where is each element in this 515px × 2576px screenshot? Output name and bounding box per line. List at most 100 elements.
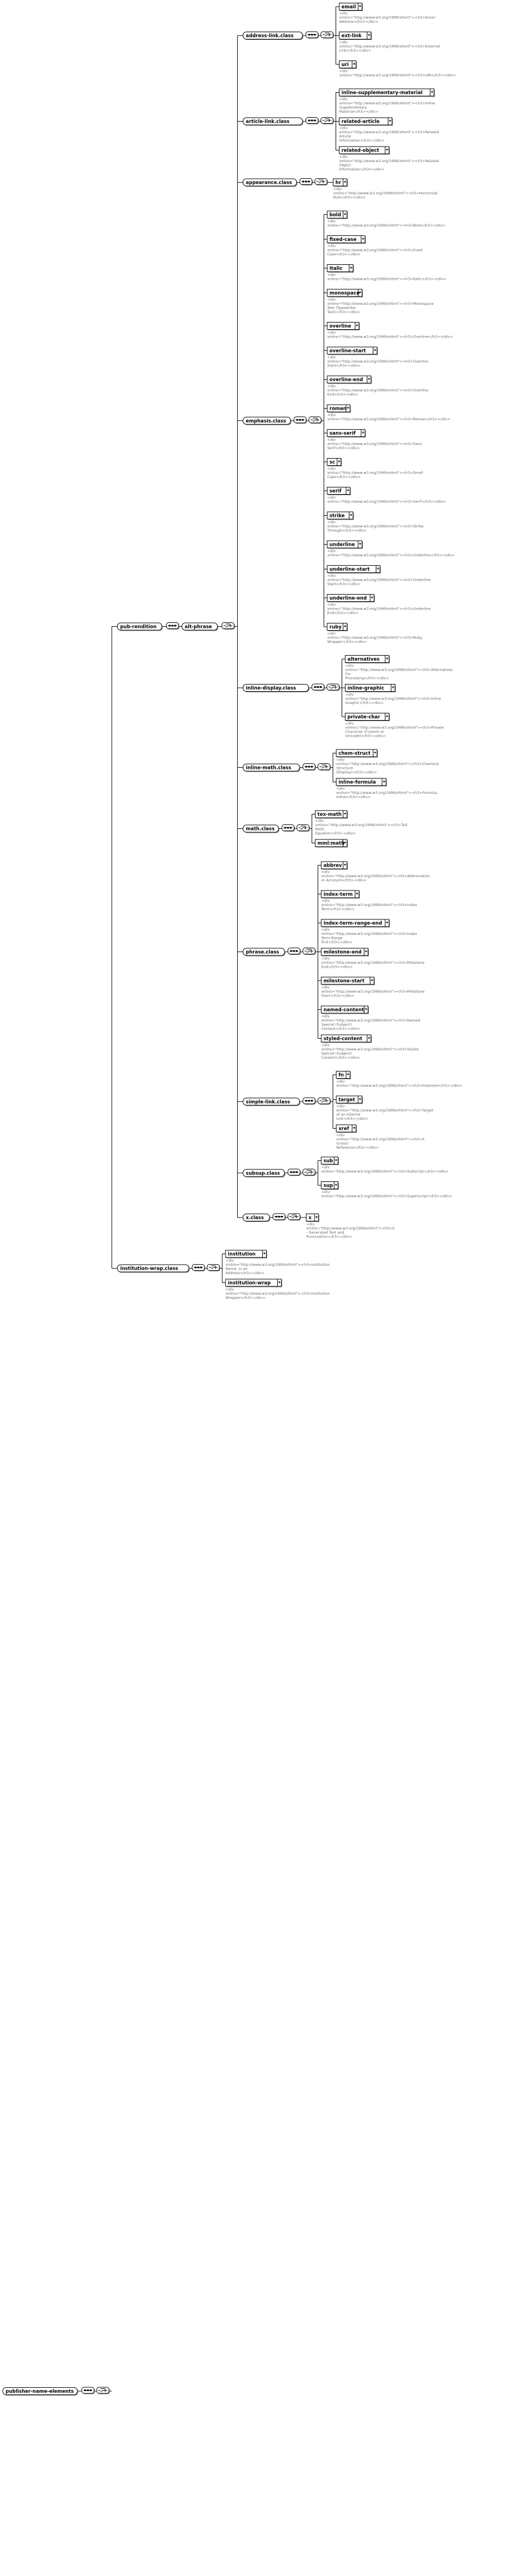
sequence-compositor-icon [166, 622, 179, 630]
element-inline-graphic[interactable]: inline-graphic [344, 684, 396, 693]
choice-compositor-icon [296, 824, 310, 832]
group-pub-rendition[interactable]: pub-rendition [117, 622, 163, 631]
element-private-char[interactable]: private-char [344, 713, 390, 722]
class-article-link-class[interactable]: article-link.class [242, 117, 304, 126]
element-uri[interactable]: uri [339, 61, 357, 69]
choice-compositor-icon [207, 1264, 221, 1271]
node-label: alt-phrase [184, 625, 212, 630]
element-sub[interactable]: sub [321, 1156, 339, 1165]
element-named-content[interactable]: named-content [321, 1005, 369, 1014]
group-alt-phrase[interactable]: alt-phrase [181, 622, 218, 631]
element-inline-supplementary-material[interactable]: inline-supplementary-material [339, 88, 435, 97]
element-hr[interactable]: hr [333, 178, 348, 187]
element-institution[interactable]: institution [225, 1250, 267, 1259]
element-related-article[interactable]: related-article [339, 117, 393, 126]
element-chem-struct[interactable]: chem-struct [336, 749, 378, 758]
node-box [321, 948, 368, 956]
sequence-compositor-icon [287, 1169, 301, 1176]
element-abbrev[interactable]: abbrev [321, 861, 348, 870]
node-box [242, 763, 300, 772]
choice-compositor-icon [302, 948, 316, 955]
element-index-term[interactable]: index-term [321, 890, 360, 899]
class-simple-link-class[interactable]: simple-link.class [242, 1098, 301, 1106]
element-index-term-range-end[interactable]: index-term-range-end [321, 919, 390, 928]
element-sans-serif[interactable]: sans-serif [327, 429, 366, 438]
node-box [117, 1264, 189, 1272]
class-emphasis-class[interactable]: emphasis.class [242, 416, 292, 425]
node-box [339, 61, 357, 68]
element-ext-link[interactable]: ext-link [339, 32, 372, 41]
element-institution-wrap[interactable]: institution-wrap [225, 1279, 282, 1287]
element-target[interactable]: target [336, 1095, 363, 1104]
node-label: underline-end [329, 596, 367, 601]
sequence-compositor-icon [302, 763, 316, 771]
node-box [321, 861, 348, 869]
class-address-link-class[interactable]: address-link.class [242, 32, 304, 41]
element-roman[interactable]: roman [327, 404, 351, 413]
element-sc[interactable]: sc [327, 458, 342, 467]
class-appearance-class[interactable]: appearance.class [242, 178, 298, 187]
root-publisher-name-elements[interactable]: publisher-name-elements [2, 2387, 78, 2396]
class-phrase-class[interactable]: phrase.class [242, 948, 286, 957]
sequence-compositor-icon [306, 31, 319, 39]
node-box [327, 623, 348, 631]
node-box [327, 289, 363, 297]
node-label: related-article [342, 119, 380, 125]
node-box [242, 824, 279, 833]
node-label: hr [336, 180, 342, 186]
element-underline-start[interactable]: underline-start [327, 565, 381, 574]
element-underline[interactable]: underline [327, 540, 363, 549]
element-overline[interactable]: overline [327, 322, 360, 331]
node-box [321, 1034, 372, 1043]
element-mml-math[interactable]: mml:math [314, 839, 348, 848]
element-underline-end[interactable]: underline-end [327, 594, 375, 603]
element-monospace[interactable]: monospace [327, 289, 363, 298]
node-label: article-link.class [246, 119, 289, 125]
element-inline-formula[interactable]: inline-formula [336, 778, 387, 787]
node-box [225, 1250, 267, 1258]
element-alternatives[interactable]: alternatives [344, 655, 390, 664]
element-fn[interactable]: fn [336, 1071, 351, 1080]
element-overline-start[interactable]: overline-start [327, 346, 378, 355]
node-label: index-term [323, 892, 353, 898]
element-milestone-end[interactable]: milestone-end [321, 948, 369, 957]
element-milestone-start[interactable]: milestone-start [321, 977, 375, 985]
node-box [327, 487, 351, 495]
element-x[interactable]: x [306, 1214, 319, 1222]
class-inline-math-class[interactable]: inline-math.class [242, 763, 301, 772]
element-tex-math[interactable]: tex-math [314, 810, 348, 819]
node-label: monospace [329, 291, 360, 296]
element-italic[interactable]: italic [327, 264, 354, 273]
class-subsup-class[interactable]: subsup.class [242, 1169, 286, 1178]
node-box [344, 713, 389, 721]
element-fixed-case[interactable]: fixed-case [327, 235, 366, 244]
element-styled-content[interactable]: styled-content [321, 1034, 372, 1043]
class-math-class[interactable]: math.class [242, 824, 279, 833]
node-label: pub-rendition [120, 625, 157, 630]
node-box [242, 416, 291, 425]
element-email[interactable]: email [339, 3, 363, 12]
class-inline-display-class[interactable]: inline-display.class [242, 684, 309, 693]
element-strike[interactable]: strike [327, 511, 354, 520]
node-box [336, 1071, 351, 1079]
element-related-object[interactable]: related-object [339, 146, 390, 155]
element-overline-end[interactable]: overline-end [327, 375, 372, 384]
class-institution-wrap-class[interactable]: institution-wrap.class [117, 1264, 190, 1273]
element-sup[interactable]: sup [321, 1181, 339, 1190]
class-x-class[interactable]: x.class [242, 1214, 271, 1222]
choice-compositor-icon [287, 1213, 301, 1221]
element-xref[interactable]: xref [336, 1124, 357, 1133]
element-serif[interactable]: serif [327, 487, 351, 496]
node-box [327, 322, 359, 330]
element-bold[interactable]: bold [327, 210, 348, 219]
element-ruby[interactable]: ruby [327, 623, 348, 632]
